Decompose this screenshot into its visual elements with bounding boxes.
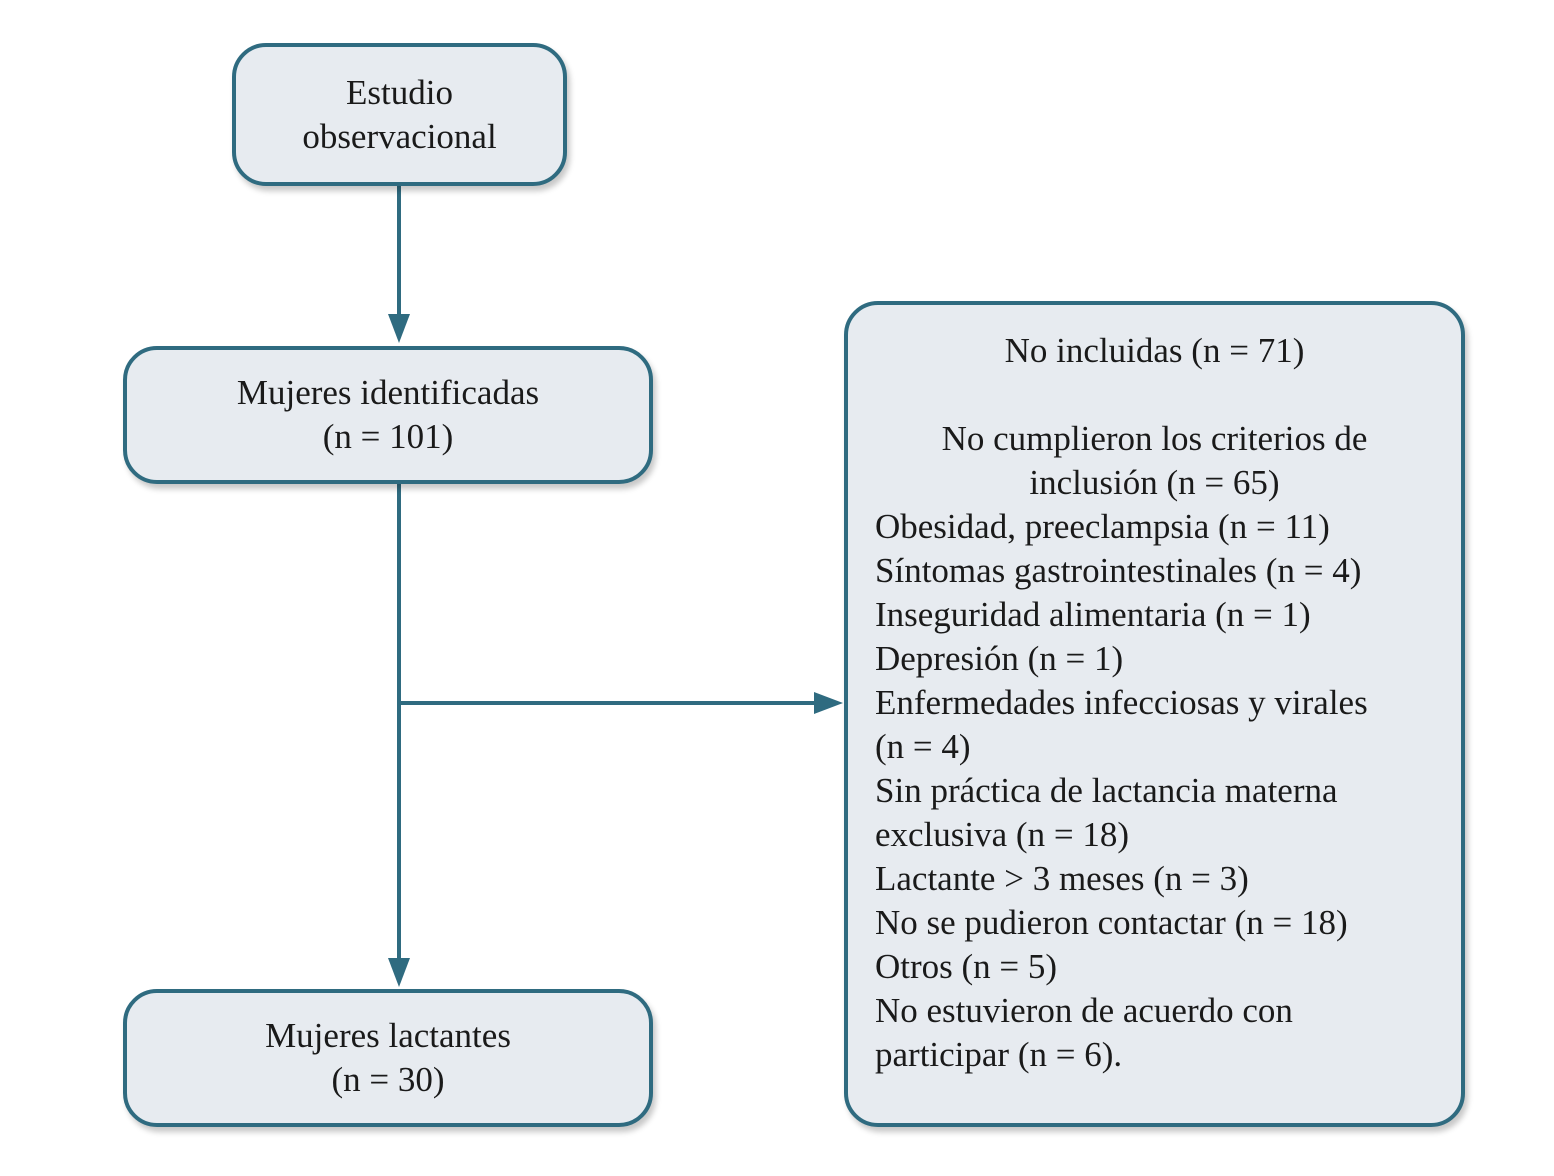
start-box: Estudio observacional [232,43,567,186]
exclusion-item: No se pudieron contactar (n = 18) [875,903,1348,942]
arrowhead-down-1 [388,314,410,343]
exclusion-item: Depresión (n = 1) [875,639,1124,678]
arrowhead-down-2 [388,958,410,987]
lactating-label: Mujeres lactantes [265,1016,511,1055]
exclusion-item: participar (n = 6). [875,1035,1123,1074]
spacer [875,373,1461,417]
exclusion-item: Lactante > 3 meses (n = 3) [875,859,1249,898]
exclusion-item: Inseguridad alimentaria (n = 1) [875,595,1311,634]
identified-box: Mujeres identificadas (n = 101) [123,346,653,484]
exclusion-item: Sin práctica de lactancia materna [875,771,1338,810]
arrowhead-right [814,692,843,714]
exclusion-item: Enfermedades infecciosas y virales [875,683,1368,722]
identified-label: Mujeres identificadas [236,373,540,412]
exclusion-item: (n = 4) [875,727,971,766]
excluded-title: No incluidas (n = 71) [1004,331,1305,370]
identified-count: (n = 101) [322,417,454,456]
start-line-1: Estudio [346,72,453,112]
exclusion-item: Obesidad, preeclampsia (n = 11) [875,507,1330,546]
lactating-box: Mujeres lactantes (n = 30) [123,989,653,1127]
exclusion-item: exclusiva (n = 18) [875,815,1129,854]
lactating-count: (n = 30) [331,1060,445,1099]
exclusion-item: Otros (n = 5) [875,947,1058,986]
exclusion-item: No estuvieron de acuerdo con [875,991,1293,1030]
exclusion-item: Síntomas gastrointestinales (n = 4) [875,551,1362,590]
criteria-line-2: inclusión (n = 65) [1029,463,1280,502]
excluded-box: No incluidas (n = 71) No cumplieron los … [844,301,1465,1127]
start-line-2: observacional [302,116,497,156]
criteria-line-1: No cumplieron los criterios de [941,419,1368,458]
